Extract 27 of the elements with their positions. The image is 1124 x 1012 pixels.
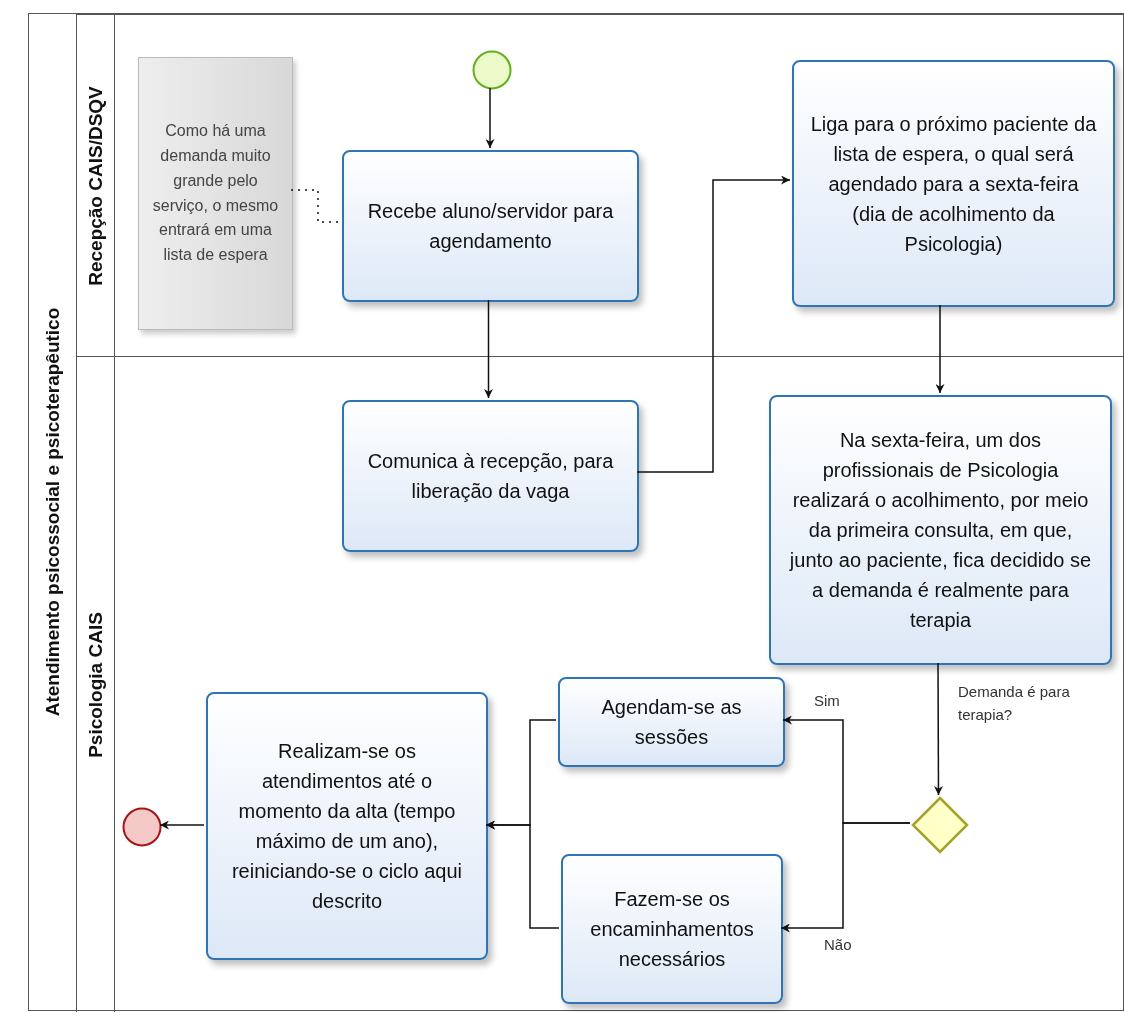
task-box bbox=[769, 395, 1112, 665]
task-box bbox=[792, 60, 1115, 307]
pool bbox=[28, 13, 1124, 1011]
swimlane bbox=[76, 356, 1124, 1012]
gateway-question-label: Demanda é para terapia? bbox=[958, 682, 1071, 726]
lane-title: Psicologia CAIS bbox=[84, 611, 107, 758]
task-box bbox=[558, 677, 785, 767]
task-text: Realizam-se os atendimentos até o momento da alta (tempo máximo de um ano), reiniciando-se o ciclo aqui descrito bbox=[230, 739, 464, 914]
lane-title: Recepção CAIS/DSQV bbox=[84, 85, 107, 286]
task-text: Agendam-se as sessões bbox=[600, 695, 743, 750]
task-text: Na sexta-feira, um dos profissionais de Psicologia realizará o acolhimento, por meio da primeira consulta, em que, junto ao paciente, fica decidido se a demanda é realmente para terapia bbox=[788, 428, 1093, 633]
arrow bbox=[485, 87, 495, 149]
task-box bbox=[206, 692, 488, 960]
task-box bbox=[342, 400, 639, 552]
arrow bbox=[484, 299, 493, 399]
annotation-box bbox=[138, 57, 293, 330]
task-text: Recebe aluno/servidor para agendamento bbox=[366, 199, 615, 254]
task-box bbox=[561, 854, 783, 1004]
task-text: Comunica à recepção, para liberação da vaga bbox=[366, 449, 615, 504]
annotation-text: Como há uma demanda muito grande pelo serviço, o mesmo entrará em uma lista de espera bbox=[151, 121, 280, 266]
arrow bbox=[935, 304, 945, 394]
task-text: Liga para o próximo paciente da lista de espera, o qual será agendado para a sexta-feira (dia de acolhimento da Psicologia) bbox=[810, 111, 1097, 257]
task-box bbox=[342, 150, 639, 302]
arrow bbox=[933, 662, 943, 796]
task-text: Fazem-se os encaminhamentos necessários bbox=[589, 887, 755, 972]
swimlane bbox=[76, 14, 1124, 356]
pool-title: Atendimento psicossocial e psicoterapêutico bbox=[41, 307, 64, 717]
